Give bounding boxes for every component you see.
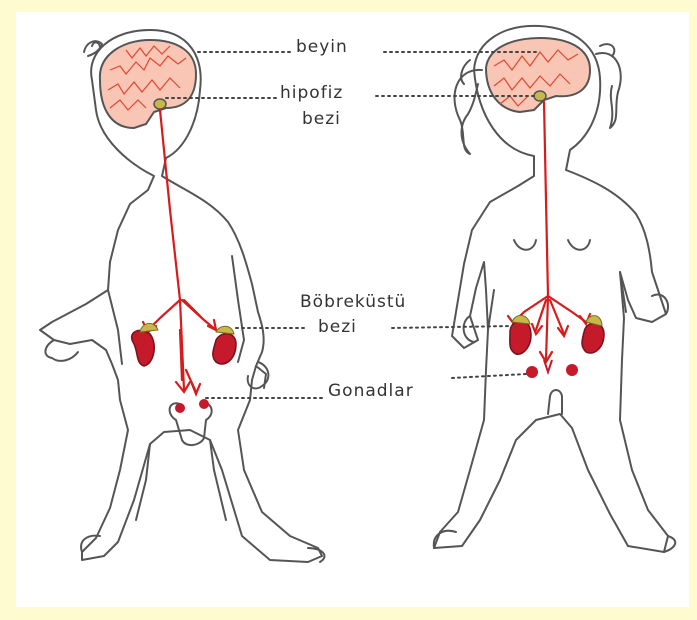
boy-gonad-right: [199, 399, 209, 409]
boy-kidney-left: [132, 323, 158, 366]
leader-adrenal-right: [392, 326, 512, 328]
label-pituitary-line2: bezi: [302, 111, 341, 128]
label-pituitary-line1: hipofiz: [280, 85, 343, 102]
girl-gonad-left: [526, 366, 538, 378]
boy-figure: [40, 30, 324, 562]
girl-uterus: [544, 360, 552, 372]
boy-head-outline: [40, 30, 322, 562]
leader-gonad-right: [452, 374, 526, 378]
boy-gonad-left: [175, 403, 185, 413]
girl-gonad-right: [566, 364, 578, 376]
girl-figure: [434, 26, 675, 552]
girl-head-outline: [434, 26, 668, 552]
girl-kidney-left: [510, 315, 531, 354]
girl-left-hand: [464, 316, 474, 342]
label-gonads: Gonadlar: [328, 383, 414, 400]
boy-adrenal-right: [216, 326, 234, 334]
boy-kidney-right: [213, 326, 236, 364]
label-adrenal-line1: Böbreküstü: [300, 294, 406, 311]
label-adrenal-line2: bezi: [318, 319, 357, 336]
boy-adrenal-left: [140, 323, 158, 332]
girl-pituitary: [534, 91, 546, 101]
boy-pituitary: [154, 99, 166, 109]
girl-adrenal-left: [512, 315, 530, 324]
girl-ponytail-left: [455, 70, 482, 154]
girl-chest: [514, 240, 536, 250]
label-brain: beyin: [296, 39, 348, 56]
